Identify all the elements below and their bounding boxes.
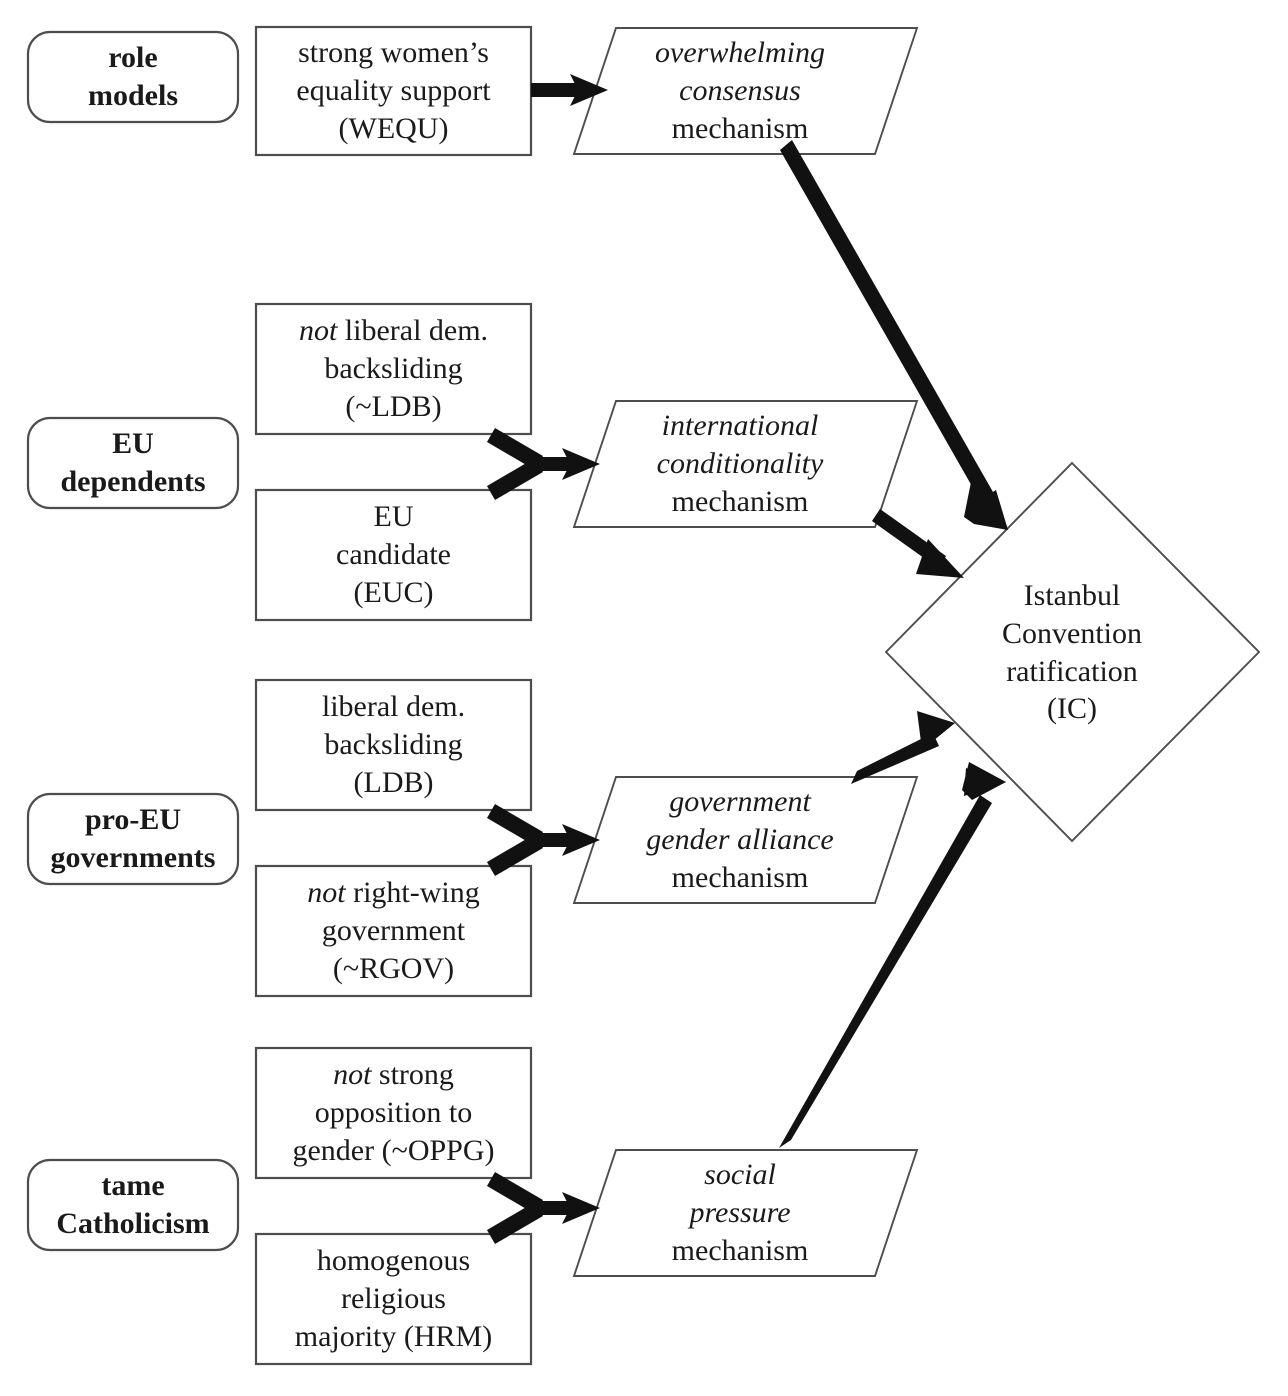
condition-box-not-oppg[interactable] bbox=[254, 1046, 533, 1180]
arrow-consensus-to-outcome bbox=[780, 140, 1008, 530]
group-box-role-models[interactable] bbox=[26, 30, 240, 124]
group-box-tame-catholicism[interactable] bbox=[26, 1158, 240, 1252]
outcome-shape-istanbul-convention[interactable] bbox=[884, 461, 1261, 843]
arrow-conditionality-to-outcome bbox=[872, 509, 964, 578]
mechanism-shape-international-conditionality[interactable] bbox=[572, 400, 919, 528]
arrow-alliance-to-outcome bbox=[851, 711, 955, 784]
mechanism-shape-overwhelming-consensus[interactable] bbox=[572, 27, 919, 155]
condition-box-not-rgov[interactable] bbox=[254, 864, 533, 998]
condition-box-ldb[interactable] bbox=[254, 678, 533, 812]
arrow-merge-eudependents-to-conditionality bbox=[487, 428, 600, 500]
mechanism-shape-government-gender-alliance[interactable] bbox=[572, 776, 919, 904]
condition-box-not-ldb[interactable] bbox=[254, 302, 533, 436]
mechanism-shape-social-pressure[interactable] bbox=[572, 1149, 919, 1277]
condition-box-euc[interactable] bbox=[254, 488, 533, 622]
condition-box-hrm[interactable] bbox=[254, 1232, 533, 1366]
arrow-merge-catholicism-to-socialpressure bbox=[487, 1172, 600, 1244]
arrow-merge-proeugov-to-alliance bbox=[487, 804, 600, 876]
arrow-socialpressure-to-outcome bbox=[779, 762, 1006, 1148]
group-box-pro-eu-governments[interactable] bbox=[26, 792, 240, 886]
group-box-eu-dependents[interactable] bbox=[26, 416, 240, 510]
arrow-wequ-to-consensus bbox=[531, 74, 608, 106]
condition-box-wequ[interactable] bbox=[254, 25, 533, 157]
